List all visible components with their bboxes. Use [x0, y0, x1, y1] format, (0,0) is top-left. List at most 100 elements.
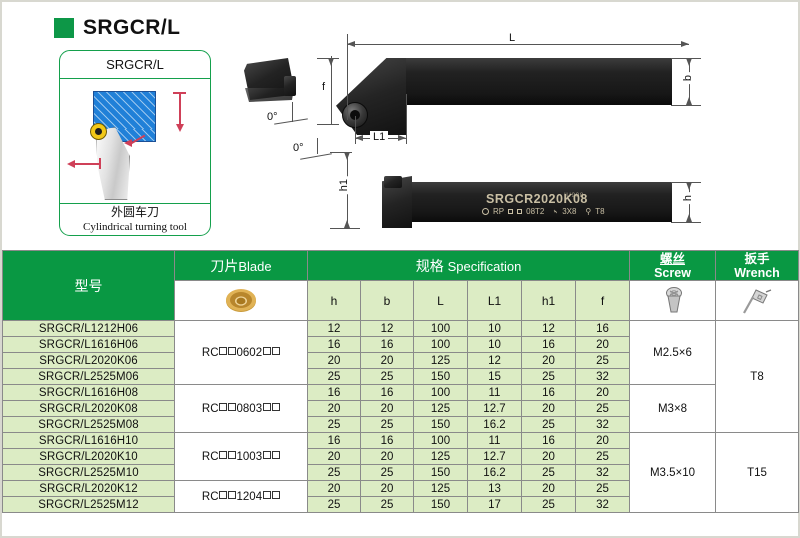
cell-h: 20	[307, 448, 361, 465]
angle-label-top: 0°	[264, 111, 281, 123]
cell-L1: 10	[467, 320, 522, 337]
screw-icon	[665, 286, 682, 312]
blade-code-box-icon	[271, 451, 280, 460]
cell-screw: M2.5×6	[629, 320, 717, 385]
cell-b: 12	[360, 320, 414, 337]
cell-model: SRGCR/L2525M08	[2, 416, 175, 433]
blade-code-box-icon	[262, 347, 271, 356]
cell-h: 20	[307, 400, 361, 417]
L-label: L	[506, 32, 519, 44]
header-specification: 规格 Specification	[306, 250, 631, 281]
blade-code-box-icon	[271, 491, 280, 500]
cell-h1: 16	[521, 432, 576, 449]
cell-b: 25	[360, 464, 414, 481]
f-arrow-up	[327, 58, 334, 66]
cell-h: 25	[307, 496, 361, 513]
blade-code-box-icon	[219, 451, 228, 460]
cell-L: 100	[413, 432, 468, 449]
product-card-caption: 外圆车刀 Cylindrical turning tool	[60, 203, 210, 235]
blade-code-box-icon	[262, 403, 271, 412]
cell-h1: 20	[521, 352, 576, 369]
feed-arrow-horizontal-head	[67, 159, 75, 168]
header-wrench-image	[715, 280, 800, 321]
cell-h1: 20	[521, 480, 576, 497]
insert-3d-corner	[284, 76, 296, 96]
cell-L: 125	[413, 400, 468, 417]
caption-chinese: 外圆车刀	[110, 205, 159, 219]
cell-h: 16	[307, 384, 361, 401]
engraved-screw: 3X8	[562, 207, 577, 216]
cell-model: SRGCR/L1616H08	[2, 384, 175, 401]
cell-f: 32	[574, 368, 631, 385]
L1-arrow-right	[398, 134, 406, 141]
blade-code-box-icon	[271, 403, 280, 412]
top-illustration-section: SRGCR/L SRGCR/L	[2, 2, 798, 248]
cell-h: 25	[307, 464, 361, 481]
caption-english: Cylindrical turning tool	[83, 221, 187, 233]
cell-L: 125	[413, 448, 468, 465]
wrench-icon	[743, 288, 772, 314]
cell-L: 125	[413, 352, 468, 369]
holder-bar-side	[392, 182, 672, 222]
cell-h1: 16	[521, 336, 576, 353]
technical-drawing: 0° L f L1	[234, 16, 789, 242]
cell-b: 16	[360, 432, 414, 449]
header-blade-image	[174, 280, 308, 321]
cell-model: SRGCR/L2525M10	[2, 464, 175, 481]
h1-arrow-top	[343, 152, 350, 160]
cell-b: 25	[360, 496, 414, 513]
cell-model: SRGCR/L2020K06	[2, 352, 175, 369]
cell-model: SRGCR/L1212H06	[2, 320, 175, 337]
header-screw: 螺丝 Screw	[629, 250, 717, 281]
header-screw-image	[629, 280, 717, 321]
cell-model: SRGCR/L2525M06	[2, 368, 175, 385]
b-label: b	[682, 72, 694, 85]
cell-L1: 13	[467, 480, 522, 497]
angle-ext-line-2	[317, 138, 318, 154]
L-arrow-left	[347, 40, 355, 47]
h1-arrow-bottom	[343, 220, 350, 228]
cell-b: 16	[360, 384, 414, 401]
page-title-text: SRGCR/L	[83, 16, 181, 39]
cell-h: 16	[307, 432, 361, 449]
cell-L1: 11	[467, 432, 522, 449]
cell-L: 150	[413, 368, 468, 385]
cell-L1: 12.7	[467, 400, 522, 417]
cell-screw: M3.5×10	[629, 432, 717, 513]
cell-L: 100	[413, 384, 468, 401]
cell-h1: 25	[521, 464, 576, 481]
cell-f: 32	[574, 496, 631, 513]
L1-label: L1	[370, 131, 389, 143]
h1-label: h1	[338, 176, 350, 195]
header-screw-cn: 螺丝	[660, 251, 686, 266]
cell-h1: 25	[521, 416, 576, 433]
specification-table: 型号 刀片Blade 规格 Specification 螺丝 Screw 扳手	[2, 250, 800, 513]
header-model: 型号	[2, 250, 175, 321]
cut-pointer-head	[124, 139, 132, 147]
header-b: b	[360, 280, 414, 321]
header-model-cn: 型号	[74, 277, 103, 294]
cell-h: 25	[307, 368, 361, 385]
b-tick-bottom	[671, 105, 701, 106]
cell-model: SRGCR/L2020K10	[2, 448, 175, 465]
wrench-glyph-icon: ⚲	[585, 207, 592, 216]
feed-arrow-horizontal	[74, 163, 100, 165]
cell-f: 32	[574, 416, 631, 433]
cell-f: 32	[574, 464, 631, 481]
cell-h: 16	[307, 336, 361, 353]
cell-h: 20	[307, 480, 361, 497]
blade-code-box-icon	[219, 347, 228, 356]
blade-code-box-icon	[262, 491, 271, 500]
cell-L: 100	[413, 336, 468, 353]
cell-L: 150	[413, 464, 468, 481]
cell-L1: 12	[467, 352, 522, 369]
engraved-detail-row: RP 08T2 ⌁ 3X8 ⚲ T8	[482, 206, 605, 217]
cell-h1: 16	[521, 384, 576, 401]
